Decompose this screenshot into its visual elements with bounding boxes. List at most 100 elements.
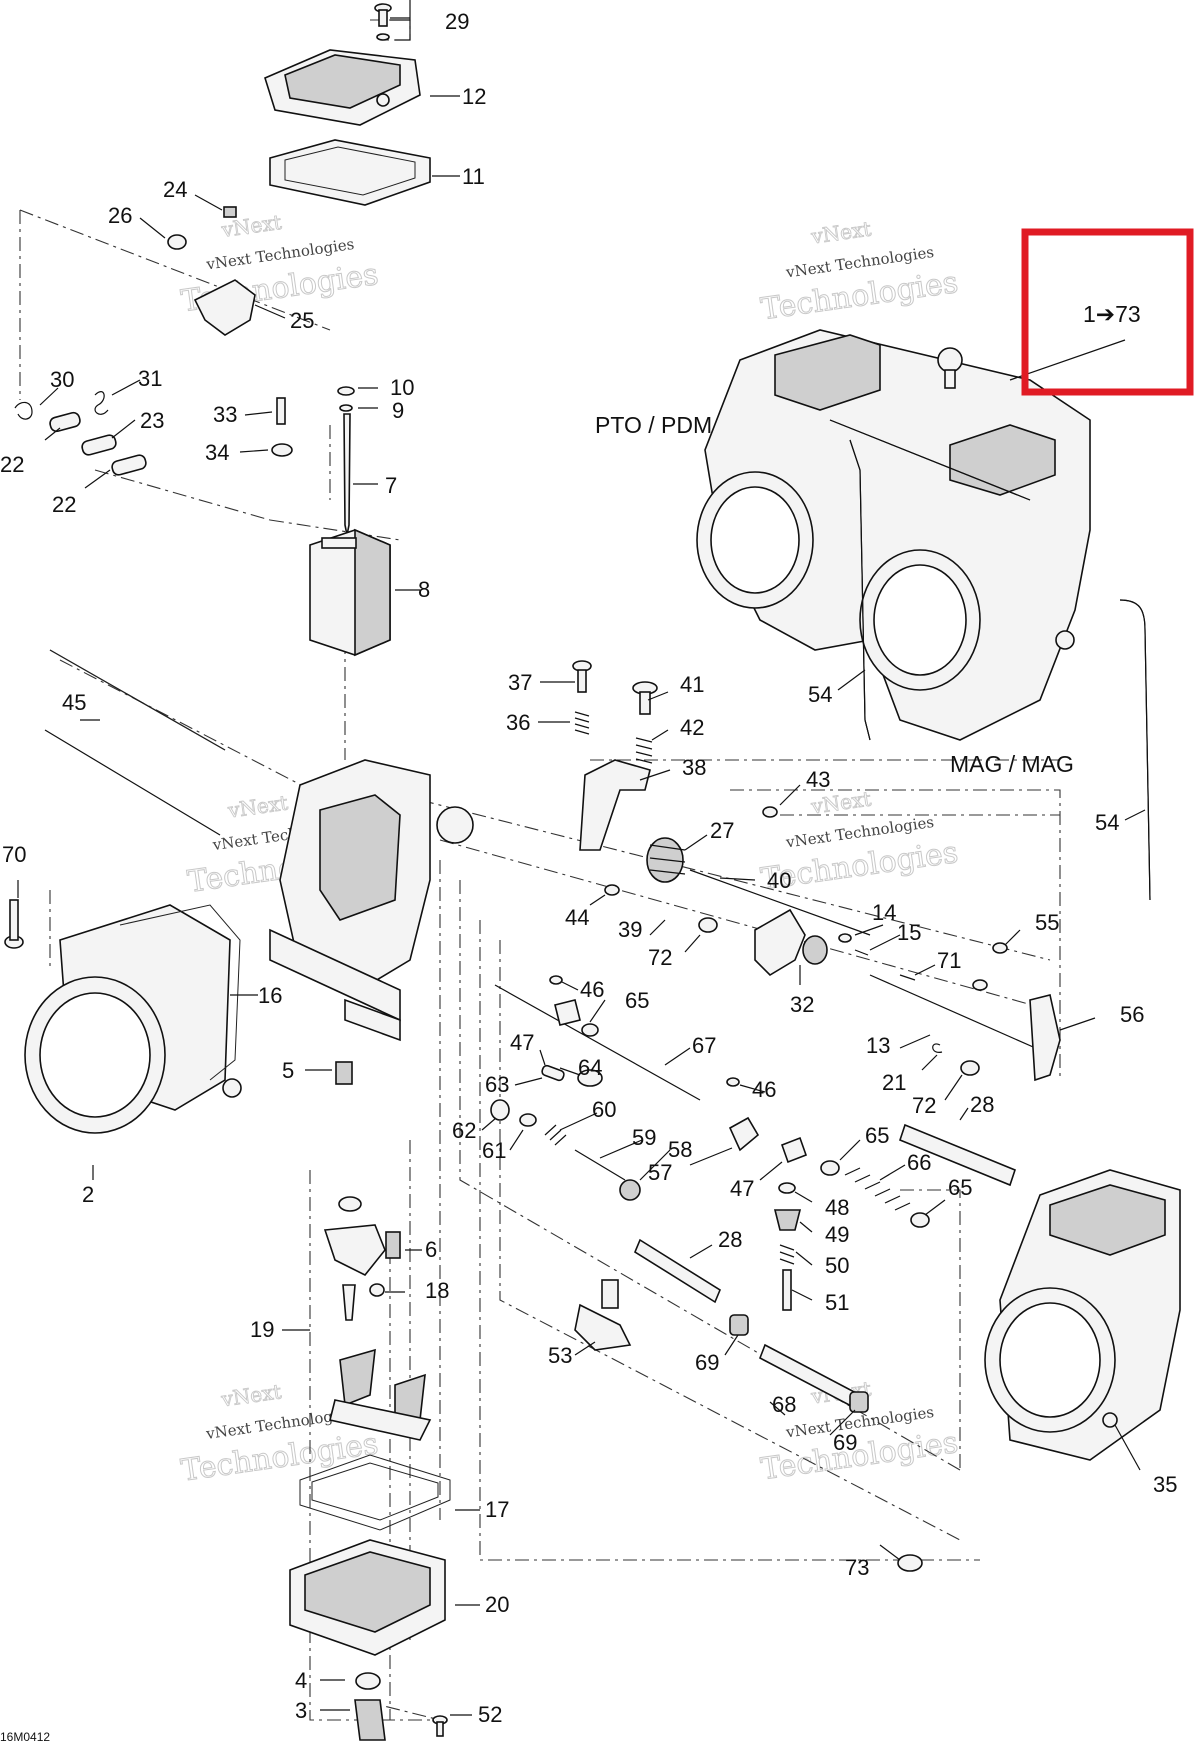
callout: 54 [1095,810,1119,835]
shaft-40 [689,869,871,936]
callout: 40 [767,868,791,893]
callout: 18 [425,1278,449,1303]
clamp-69a [729,1314,749,1336]
screw-55b [972,979,988,991]
callout: 12 [462,84,486,109]
screw-29 [374,3,392,41]
link-plate-22a [49,411,81,433]
highlight-box [1021,228,1194,396]
bracket-38 [579,759,651,851]
plunger-51 [782,1269,792,1311]
callout: 26 [108,203,132,228]
needle-valve [342,1284,356,1321]
jet-6 [385,1231,401,1259]
screw-37 [572,660,592,693]
callout: 69 [695,1350,719,1375]
callout: 50 [825,1253,849,1278]
carburetor-body-right [984,1169,1181,1461]
pto-label: PTO / PDM [595,412,712,438]
callout: 72 [912,1093,936,1118]
callout: 8 [418,577,430,602]
screw-44 [604,884,620,896]
callout: 10 [390,375,414,400]
watermark-line-1: vNext [809,217,873,249]
callout: 58 [668,1137,692,1162]
screw-18 [369,1283,385,1297]
callout: 21 [882,1070,906,1095]
rod-28a [899,1123,1016,1187]
callout: 66 [907,1150,931,1175]
callout: 32 [790,992,814,1017]
fitting-49 [773,1209,802,1231]
watermark-bottom-right: vNext vNext Technologies Technologies [758,1376,960,1488]
callout: 64 [578,1055,602,1080]
callout: 19 [250,1317,274,1342]
spring-66 [844,1167,911,1211]
callout: 11 [462,164,485,189]
callout: 24 [163,177,187,202]
tee-fitting-53 [574,1303,632,1351]
part-14 [838,933,852,943]
screw-52 [432,1715,448,1737]
callout: 61 [482,1138,506,1163]
callout: 46 [752,1077,776,1102]
watermark-line-1: vNext [219,1379,283,1411]
spring-32 [802,935,828,965]
washer-72a [698,917,718,933]
callout: 37 [508,670,532,695]
screw-41 [632,681,658,715]
spring-60 [544,1124,567,1146]
clip-30 [14,401,33,420]
callout: 65 [865,1123,889,1148]
callout: 28 [970,1092,994,1117]
callout: 43 [806,767,830,792]
washer-72b [960,1060,980,1076]
callout: 23 [140,408,164,433]
callout: 36 [506,710,530,735]
callout: 39 [618,917,642,942]
callout: 73 [845,1555,869,1580]
callout: 28 [718,1227,742,1252]
callout: 17 [485,1497,509,1522]
plug-3 [354,1699,386,1741]
spring-31 [94,391,109,415]
range-highlight: 1➔73 [1021,228,1194,396]
washer-61 [519,1113,537,1127]
callout: 45 [62,690,86,715]
carburetor-body-left [269,759,474,1042]
callout: 56 [1120,1002,1144,1027]
watermark-line-1: vNext [226,790,290,822]
callout: 7 [385,473,397,498]
callout: 20 [485,1592,509,1617]
lever-47b [780,1136,808,1164]
leader-lines [17,0,1146,1716]
callout: 22 [52,492,76,517]
spring-50 [779,1244,795,1265]
float-19 [329,1348,432,1441]
bracket-56 [1029,994,1061,1082]
callout: 65 [948,1175,972,1200]
o-ring-4 [355,1672,381,1690]
callout: 30 [50,367,74,392]
knob-58 [619,1179,641,1201]
float-cover [264,49,421,126]
callout: 3 [295,1698,307,1723]
callout: 41 [680,672,704,697]
watermark-top-right: vNext vNext Technologies Technologies [758,216,960,328]
bolt-45b [44,729,221,836]
plug-73 [897,1554,923,1572]
callout: 71 [937,948,961,973]
twin-carburetor-assembly [696,329,1151,901]
callout: 51 [825,1290,849,1315]
clip-10 [337,386,355,396]
callout: 55 [1035,910,1059,935]
part-25 [193,279,256,336]
bowl-gasket-17 [299,1454,451,1531]
callout: 2 [82,1182,94,1207]
callout: 57 [648,1160,672,1185]
callout: 67 [692,1033,716,1058]
o-ring-62 [490,1099,510,1121]
screw-59 [574,1149,626,1181]
intake-boot-left [24,904,242,1134]
